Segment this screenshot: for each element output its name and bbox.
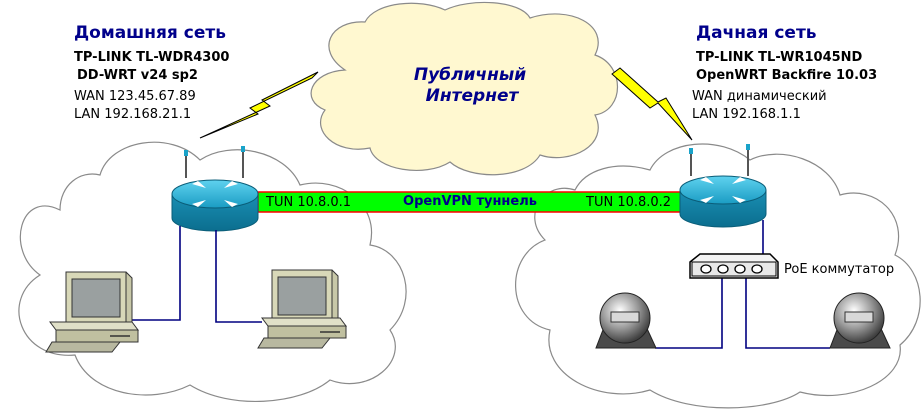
home-pc1-icon [45,271,139,353]
dacha-network-title: Дачная сеть [696,23,817,43]
dacha-lan-address: LAN 192.168.1.1 [692,107,801,122]
dacha-link-camera1 [655,278,723,349]
home-network-title: Домашняя сеть [74,23,226,43]
home-router-icon [171,146,259,232]
tunnel-right-ip: TUN 10.8.0.2 [585,195,671,210]
internet-label-line1: Публичный [414,65,526,85]
camera1-icon [595,292,657,349]
home-link-pc2 [215,230,262,323]
poe-switch-icon [689,253,779,279]
dacha-wan-address: WAN динамический [692,89,827,104]
dacha-link-camera2 [745,278,830,349]
home-wan-address: WAN 123.45.67.89 [74,89,196,104]
home-router-firmware: DD-WRT v24 sp2 [77,68,198,83]
home-link-pc1 [128,226,181,321]
home-wan-lightning-icon [199,71,319,139]
dacha-router-icon [679,144,767,228]
tunnel-left-ip: TUN 10.8.0.1 [265,195,351,210]
dacha-router-model: TP-LINK TL-WR1045ND [696,50,863,65]
home-router-model: TP-LINK TL-WDR4300 [74,50,229,65]
internet-cloud [310,1,618,176]
internet-label-line2: Интернет [426,86,520,106]
dacha-wan-lightning-icon [611,67,693,141]
poe-switch-label: PoE коммутатор [784,262,894,277]
tunnel-label: OpenVPN туннель [403,194,537,209]
dacha-router-firmware: OpenWRT Backfire 10.03 [696,68,877,83]
home-lan-address: LAN 192.168.21.1 [74,107,191,122]
home-pc2-icon [257,269,347,349]
camera2-icon [829,292,891,349]
